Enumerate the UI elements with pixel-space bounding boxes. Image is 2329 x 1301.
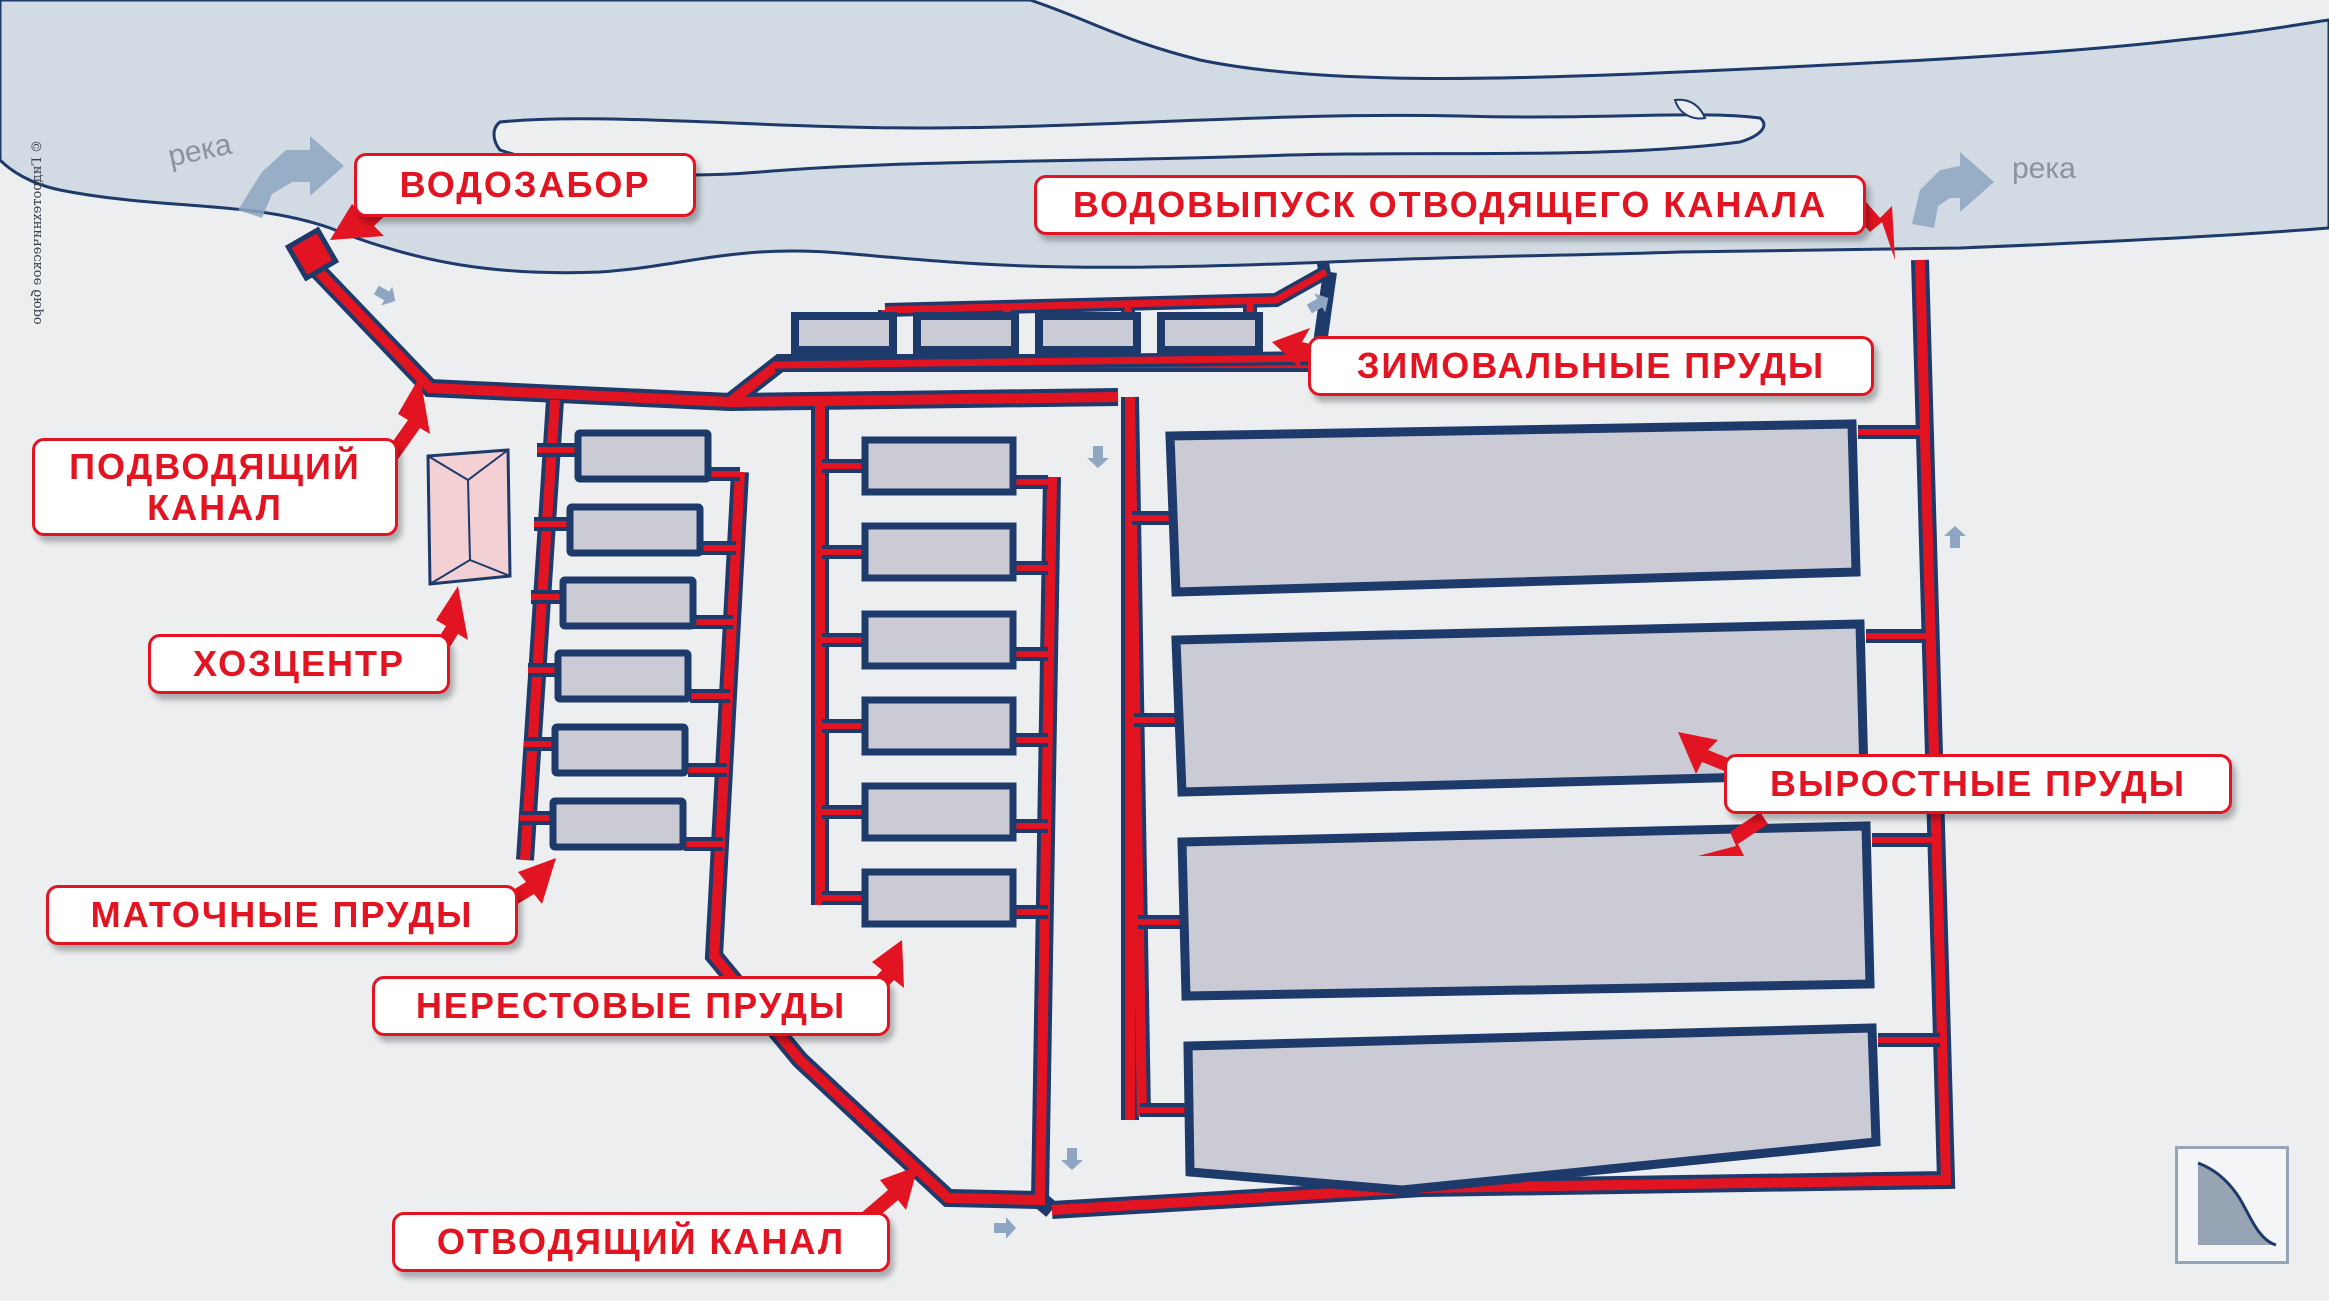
- label-spawning-ponds: НЕРЕСТОВЫЕ ПРУДЫ: [372, 976, 890, 1036]
- brood-ponds: [549, 429, 712, 851]
- brood-connectors: [520, 443, 740, 851]
- hydro-profile-logo-icon: [2175, 1146, 2289, 1264]
- label-growing-ponds: ВЫРОСТНЫЕ ПРУДЫ: [1724, 754, 2232, 814]
- winter-ponds: [791, 312, 1263, 354]
- label-discharge-canal: ОТВОДЯЩИЙ КАНАЛ: [392, 1212, 890, 1272]
- river-flow-in-icon: [238, 136, 344, 218]
- river-flow-out-icon: [1912, 152, 1994, 228]
- household-centre: [426, 448, 512, 586]
- river-label-right: река: [2012, 152, 2076, 185]
- growing-ponds: [1165, 419, 1881, 1195]
- spawning-ponds: [861, 436, 1017, 928]
- label-supply-canal: ПОДВОДЯЩИЙ КАНАЛ: [32, 438, 398, 536]
- label-outlet-discharge: ВОДОВЫПУСК ОТВОДЯЩЕГО КАНАЛА: [1034, 175, 1866, 235]
- label-winter-ponds: ЗИМОВАЛЬНЫЕ ПРУДЫ: [1308, 336, 1874, 396]
- label-household-centre: ХОЗЦЕНТР: [148, 634, 450, 694]
- growing-connectors: [1132, 425, 1940, 1117]
- label-water-intake: ВОДОЗАБОР: [354, 153, 696, 217]
- label-brood-ponds: МАТОЧНЫЕ ПРУДЫ: [46, 885, 518, 945]
- copyright-text: © Гидротехническое бюро: [30, 140, 45, 325]
